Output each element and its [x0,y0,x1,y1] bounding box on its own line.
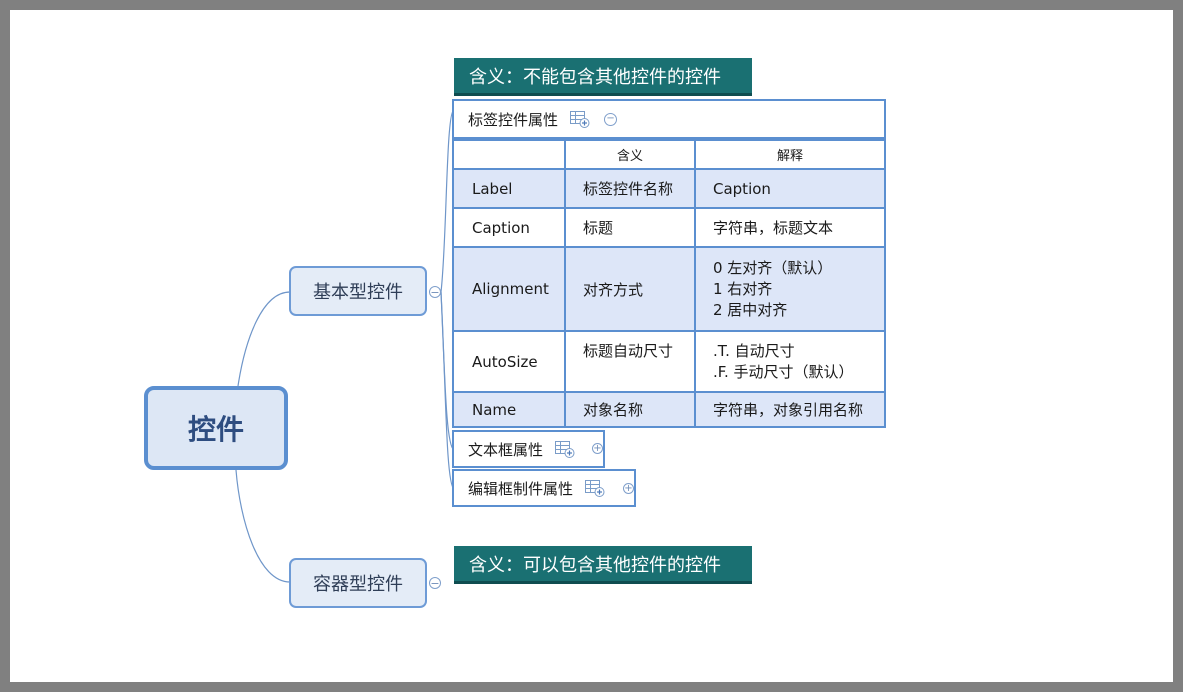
table-cell-name: Alignment [452,246,566,332]
table-cell-name: Label [452,168,566,209]
collapse-minus-icon[interactable]: − [429,286,441,299]
table-cell-meaning: 对齐方式 [564,246,696,332]
editbox-properties-node[interactable]: 编辑框制件属性 [452,469,636,507]
textbox-properties-node[interactable]: 文本框属性 [452,430,605,468]
table-cell-meaning: 标题 [564,207,696,248]
table-cell-explain: .T. 自动尺寸 .F. 手动尺寸（默认） [694,330,886,393]
branch-container-controls[interactable]: 容器型控件 [289,558,427,608]
table-cell-explain: 0 左对齐（默认） 1 右对齐 2 居中对齐 [694,246,886,332]
table-cell-name: Caption [452,207,566,248]
table-cell-explain: Caption [694,168,886,209]
explain-line: .T. 自动尺寸 [713,341,795,360]
label-properties-title[interactable]: 标签控件属性 − [452,99,886,139]
table-cell-name: AutoSize [452,330,566,393]
header-cell-explain: 解释 [694,139,886,170]
table-add-icon[interactable] [570,110,590,128]
explain-line: .F. 手动尺寸（默认） [713,362,854,381]
label-properties-title-text: 标签控件属性 [468,110,559,129]
explain-line: 2 居中对齐 [713,300,788,319]
table-add-icon[interactable] [555,440,575,458]
table-cell-explain: 字符串，标题文本 [694,207,886,248]
definition-basic[interactable]: 含义：不能包含其他控件的控件 [454,58,752,96]
table-add-icon[interactable] [585,479,605,497]
explain-line: 1 右对齐 [713,279,773,298]
definition-container[interactable]: 含义：可以包含其他控件的控件 [454,546,752,584]
explain-line: 0 左对齐（默认） [713,258,833,277]
header-cell-meaning: 含义 [564,139,696,170]
collapse-minus-icon[interactable]: − [429,577,441,590]
table-cell-meaning: 标题自动尺寸 [564,330,696,393]
expand-plus-icon[interactable]: + [623,483,634,494]
table-cell-explain: 字符串，对象引用名称 [694,391,886,428]
expand-plus-icon[interactable]: + [592,443,603,454]
table-cell-meaning: 对象名称 [564,391,696,428]
textbox-properties-label: 文本框属性 [468,440,544,459]
editbox-properties-label: 编辑框制件属性 [468,479,574,498]
header-cell-empty [452,139,566,170]
branch-basic-controls[interactable]: 基本型控件 [289,266,427,316]
table-cell-name: Name [452,391,566,428]
root-node[interactable]: 控件 [144,386,288,470]
table-cell-meaning: 标签控件名称 [564,168,696,209]
collapse-minus-icon[interactable]: − [604,112,618,126]
